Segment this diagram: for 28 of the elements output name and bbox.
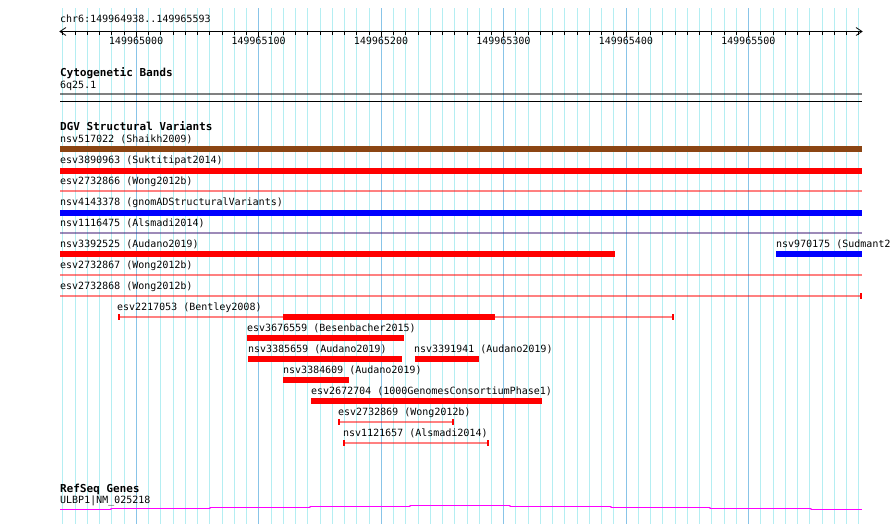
variant-label: esv2672704 (1000GenomesConsortiumPhase1) — [311, 386, 552, 398]
variant-label: esv2732868 (Wong2012b) — [60, 281, 192, 293]
variant-label: nsv3385659 (Audano2019) — [248, 344, 386, 356]
tick-label: 149965200 — [354, 36, 408, 48]
tick-label: 149965300 — [476, 36, 530, 48]
track-title: Cytogenetic Bands — [60, 67, 173, 79]
variant-label: nsv4143378 (gnomADStructuralVariants) — [60, 197, 283, 209]
tick-label: 149965000 — [108, 36, 164, 48]
variant-label: nsv3391941 (Audano2019) — [414, 344, 552, 356]
band-label: 6q25.1 — [60, 80, 96, 92]
variant-label: nsv3392525 (Audano2019) — [60, 239, 198, 251]
variant-label: esv3890963 (Suktitipat2014) — [60, 155, 223, 167]
variant-label: esv2732866 (Wong2012b) — [60, 176, 192, 188]
variant-label: nsv3384609 (Audano2019) — [283, 365, 422, 377]
variant-label: nsv517022 (Shaikh2009) — [60, 134, 192, 146]
variant-label: esv2217053 (Bentley2008) — [117, 302, 262, 314]
variant-label: esv2732867 (Wong2012b) — [60, 260, 192, 272]
variant-label: nsv1116475 (Alsmadi2014) — [60, 218, 204, 230]
region-label: chr6:149964938..149965593 — [60, 14, 211, 26]
track-title: DGV Structural Variants — [60, 121, 212, 133]
tick-label: 149965100 — [231, 36, 286, 48]
variant-label: esv2732869 (Wong2012b) — [338, 407, 470, 419]
variant-label: esv3676559 (Besenbacher2015) — [247, 323, 416, 335]
tick-label: 149965500 — [721, 36, 776, 48]
gene-label: ULBP1|NM_025218 — [60, 495, 150, 507]
variant-label: nsv1121657 (Alsmadi2014) — [343, 428, 488, 440]
variant-label: nsv970175 (Sudmant2 — [776, 239, 890, 251]
tick-label: 149965400 — [598, 36, 653, 48]
